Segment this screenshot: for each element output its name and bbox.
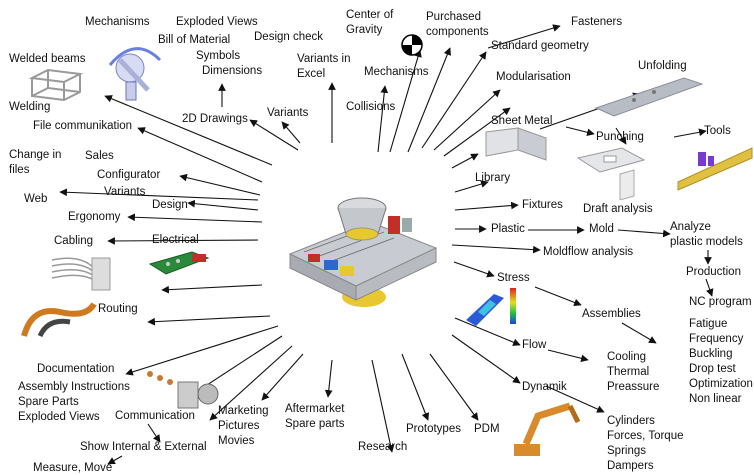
label-prototypes: Prototypes xyxy=(406,423,461,435)
label-mechanisms-top: Mechanisms xyxy=(85,16,150,28)
label-pdm: PDM xyxy=(474,423,500,435)
label-dynamik-list: Cylinders Forces, Torque Springs Dampers xyxy=(607,415,684,472)
label-exploded-views-top: Exploded Views xyxy=(176,16,258,28)
mechanism-illustration xyxy=(108,47,162,101)
welded-beams-illustration xyxy=(28,68,84,102)
label-nc-program: NC program xyxy=(689,296,752,308)
label-standard-geometry: Standard geometry xyxy=(491,40,589,52)
label-production: Production xyxy=(686,266,741,278)
label-communication: Communication xyxy=(115,410,195,422)
label-ergonomy: Ergonomy xyxy=(68,211,121,223)
label-library: Library xyxy=(475,172,511,184)
label-unfolding: Unfolding xyxy=(638,60,687,72)
label-draft-analysis: Draft analysis xyxy=(583,203,653,215)
punching-illustration xyxy=(576,147,646,200)
label-web: Web xyxy=(24,193,48,205)
stress-illustration xyxy=(466,288,516,326)
label-cooling-list: Cooling Thermal Preassure xyxy=(607,351,660,393)
label-plastic: Plastic xyxy=(491,223,525,235)
label-center-of-gravity: Center of Gravity xyxy=(346,9,394,36)
label-tools: Tools xyxy=(704,125,731,137)
label-routing: Routing xyxy=(98,303,138,315)
label-aftermarket: Aftermarket Spare parts xyxy=(285,403,345,430)
label-research: Research xyxy=(358,441,408,453)
label-change-in-files: Change in files xyxy=(9,149,62,176)
unfolding-illustration xyxy=(594,77,704,117)
label-modularisation: Modularisation xyxy=(496,71,571,83)
label-documentation: Documentation xyxy=(37,363,115,375)
robot-illustration xyxy=(514,402,581,456)
label-punching: Punching xyxy=(596,131,644,143)
label-configurator: Configurator xyxy=(97,169,161,181)
label-assemblies: Assemblies xyxy=(582,308,641,320)
pcb-illustration xyxy=(148,251,210,275)
label-analysis-list: Fatigue Frequency Buckling Drop test Opt… xyxy=(689,318,753,405)
label-cabling: Cabling xyxy=(54,235,93,247)
label-design-check: Design check xyxy=(254,31,324,43)
label-file-communication: File communikation xyxy=(33,120,133,132)
label-marketing-list: Marketing Pictures Movies xyxy=(218,405,269,447)
label-electrical: Electrical xyxy=(152,234,199,246)
label-spare-parts: Spare Parts xyxy=(18,396,79,408)
central-machine-model xyxy=(288,197,438,307)
label-moldflow-analysis: Moldflow analysis xyxy=(543,246,634,258)
label-dynamik: Dynamik xyxy=(522,381,567,393)
documentation-illustration xyxy=(147,371,219,409)
label-exploded-views-bottom: Exploded Views xyxy=(18,411,100,423)
label-analyze-plastic-models: Analyze plastic models xyxy=(670,221,743,248)
label-mold: Mold xyxy=(589,223,614,235)
label-dimensions: Dimensions xyxy=(202,65,263,77)
cabling-illustration xyxy=(51,257,111,291)
label-purchased-components: Purchased components xyxy=(426,11,489,38)
label-welding: Welding xyxy=(9,101,51,113)
label-flow: Flow xyxy=(522,339,547,351)
label-sheet-metal: Sheet Metal xyxy=(491,115,553,127)
label-variants-in-excel: Variants in Excel xyxy=(297,53,351,80)
label-stress: Stress xyxy=(497,272,530,284)
label-variants-left: Variants xyxy=(104,186,146,198)
label-bill-of-material: Bill of Material xyxy=(158,34,231,46)
label-2d-drawings: 2D Drawings xyxy=(182,113,248,125)
label-welded-beams: Welded beams xyxy=(9,53,86,65)
label-sales: Sales xyxy=(85,150,114,162)
label-fasteners: Fasteners xyxy=(571,16,623,28)
label-design: Design xyxy=(152,199,188,211)
label-assembly-instructions: Assembly Instructions xyxy=(18,381,130,393)
label-measure-move: Measure, Move xyxy=(33,462,113,474)
label-fixtures: Fixtures xyxy=(522,199,563,211)
label-symbols: Symbols xyxy=(196,50,241,62)
tools-illustration xyxy=(677,147,753,191)
label-show-internal-external: Show Internal & External xyxy=(80,441,207,453)
center-of-gravity-icon xyxy=(401,34,423,56)
label-mechanisms-mid: Mechanisms xyxy=(364,66,429,78)
label-collisions: Collisions xyxy=(346,101,396,113)
routing-illustration xyxy=(21,302,97,338)
sheet-metal-illustration xyxy=(485,127,547,161)
label-variants-top: Variants xyxy=(267,107,309,119)
